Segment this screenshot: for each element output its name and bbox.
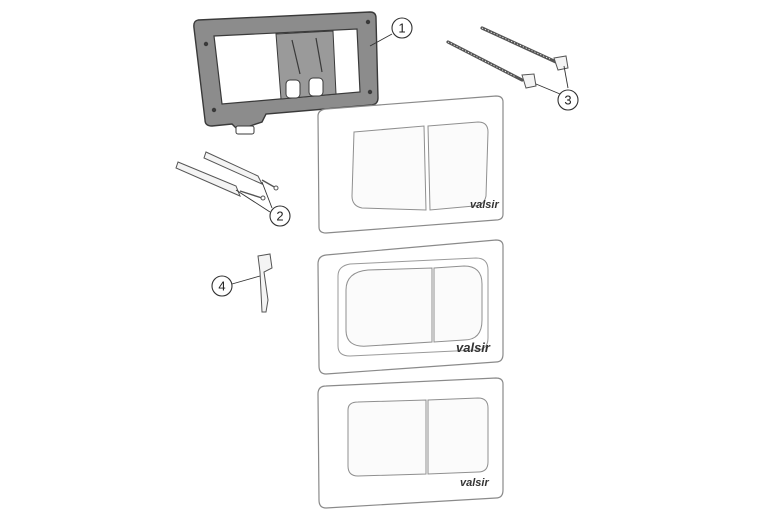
svg-text:4: 4 xyxy=(218,279,225,294)
brand-logo: valsir xyxy=(470,199,499,211)
callout-1: 1 xyxy=(369,17,413,47)
flush-plate-rounded: valsir xyxy=(317,377,504,509)
brand-logo: valsir xyxy=(460,477,489,489)
flush-plate-oval: valsir xyxy=(317,239,504,375)
wall-plugs-and-screws xyxy=(175,151,279,201)
callout-2: 2 xyxy=(235,181,291,227)
svg-text:3: 3 xyxy=(564,93,571,108)
callout-3: 3 xyxy=(535,65,579,111)
brand-logo: valsir xyxy=(456,340,491,355)
callout-4: 4 xyxy=(211,275,261,297)
linkage-rod xyxy=(257,253,273,313)
threaded-rods xyxy=(446,26,569,89)
flush-plate-square: valsir xyxy=(317,95,504,234)
mounting-frame xyxy=(193,11,379,135)
svg-text:1: 1 xyxy=(398,21,405,36)
svg-text:2: 2 xyxy=(276,209,283,224)
